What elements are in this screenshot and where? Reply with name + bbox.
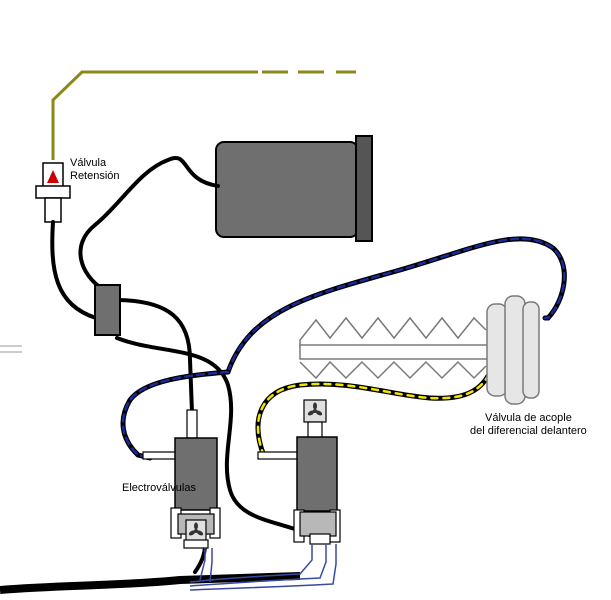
source-line: [51, 70, 356, 160]
yellow-hose: [255, 373, 491, 459]
triangle-up-icon: [47, 170, 59, 183]
coupling-valve: [299, 295, 540, 405]
fan-icon: [307, 402, 323, 416]
check-valve-label-line2: Retensión: [70, 170, 120, 182]
solenoid-valve-left: [142, 409, 221, 549]
coupling-valve-label-line1: Válvula de acople: [484, 412, 572, 424]
solenoid-valves-label: Electroválvulas: [122, 482, 196, 494]
check-valve-label-line1: Válvula: [70, 157, 107, 169]
solenoid-valve-right: [257, 399, 341, 545]
hose-connector: [94, 284, 121, 336]
check-valve: [35, 162, 71, 223]
blue-hose: [120, 236, 567, 461]
check-valve-label: Válvula Retensión: [70, 157, 120, 183]
black-hoses: [50, 156, 320, 574]
vacuum-tank: [215, 135, 373, 242]
coupling-valve-label: Válvula de acople del diferencial delant…: [470, 412, 587, 438]
coupling-valve-label-line2: del diferencial delantero: [470, 425, 587, 437]
fan-icon: [188, 522, 204, 536]
margin-marks: [0, 345, 22, 353]
wiring-harness: [0, 544, 337, 594]
